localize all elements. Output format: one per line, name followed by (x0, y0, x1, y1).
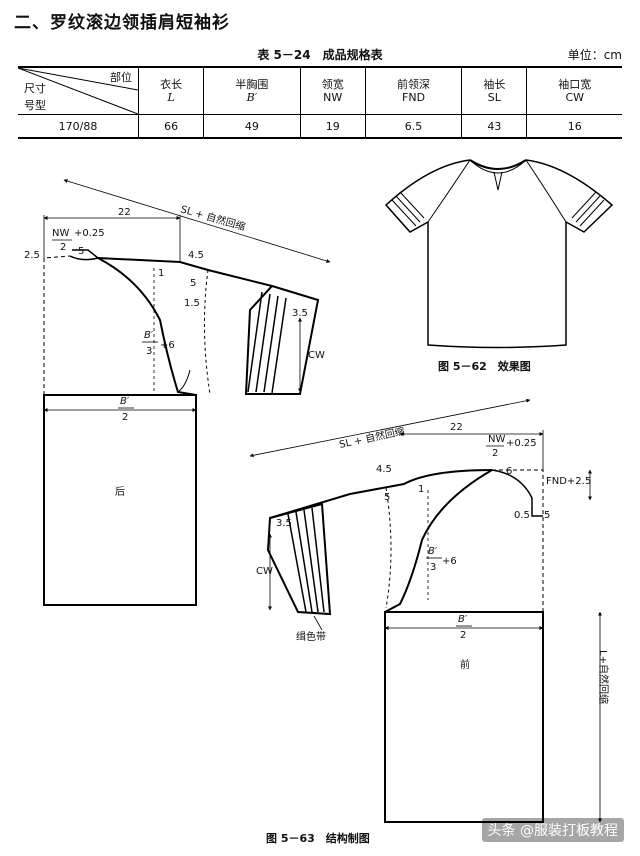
back-dim-5b: 5 (190, 278, 196, 289)
back-cw: CW (308, 350, 325, 361)
front-nw: NW (488, 434, 505, 445)
back-sl-label: SL + 自然回缩 (179, 202, 247, 233)
front-plus6: +6 (442, 556, 457, 567)
back-dim-1-5: 1.5 (184, 298, 200, 309)
back-nw-two: 2 (60, 242, 66, 253)
front-dim-22: 22 (450, 422, 463, 433)
back-dim-22: 22 (118, 207, 131, 218)
front-nw-plus: +0.25 (506, 438, 537, 449)
front-three: 3 (430, 562, 436, 573)
back-dim-3-5: 3.5 (292, 308, 308, 319)
front-fnd: FND+2.5 (546, 476, 591, 487)
back-three: 3 (146, 346, 152, 357)
cell-value: 19 (299, 114, 366, 139)
back-piece-label: 后 (115, 486, 125, 498)
back-dim-2-5: 2.5 (24, 250, 40, 261)
corner-diagonal (18, 68, 138, 114)
row-size: 170/88 (18, 114, 139, 139)
table-caption: 表 5－24 成品规格表 (257, 48, 383, 62)
back-raglan-shoulder (97, 257, 273, 287)
front-half-two: 2 (460, 630, 466, 641)
table-unit: 单位：cm (567, 48, 622, 62)
front-piece-label: 前 (460, 658, 470, 671)
back-plus6: +6 (160, 340, 175, 351)
front-sl-label: SL + 自然回缩 (338, 424, 406, 451)
front-dim-3-5: 3.5 (276, 518, 292, 529)
back-dim-4-5: 4.5 (188, 250, 204, 261)
front-body-lower (384, 611, 544, 823)
front-dim-1: 1 (418, 484, 424, 495)
front-half-b: B′ (458, 614, 468, 625)
front-dim-5b: 5 (544, 510, 550, 521)
cell-value: 43 (461, 114, 527, 139)
cell-value: 49 (203, 114, 301, 139)
back-nw: NW (52, 228, 69, 239)
figure-62-caption: 图 5－62 效果图 (438, 360, 531, 373)
front-center-line (492, 469, 544, 612)
back-center-line (43, 255, 71, 395)
front-band-label: 缉色带 (296, 630, 326, 643)
front-b: B′ (428, 546, 438, 557)
back-half-b: B′ (120, 396, 130, 407)
watermark: 头条 @服装打板教程 (481, 818, 624, 842)
back-dim-5a: 5 (78, 246, 84, 257)
front-raglan-shoulder (269, 469, 493, 519)
front-raglan-line (384, 469, 493, 613)
front-dim-5: 5 (384, 492, 390, 503)
front-pattern (249, 398, 602, 823)
back-dim-1: 1 (158, 268, 164, 279)
page-heading: 二、罗纹滚边领插肩短袖衫 (14, 13, 230, 33)
back-sleeve-cuff (244, 284, 320, 395)
front-dim-0-5: 0.5 (514, 510, 530, 521)
back-pattern (43, 179, 331, 606)
back-body-lower (43, 394, 197, 606)
corner-bottom-label: 号型 (24, 99, 46, 112)
back-raglan-line (97, 257, 197, 396)
cell-value: 66 (137, 114, 204, 139)
figure-63-caption: 图 5－63 结构制图 (266, 832, 370, 845)
front-dim-6: 6 (506, 466, 512, 477)
corner-top-label: 部位 (110, 71, 132, 84)
front-dim-4-5: 4.5 (376, 464, 392, 475)
table-row: 170/88 66 49 19 6.5 43 16 (18, 114, 622, 139)
front-neck-curve (491, 469, 543, 517)
cell-value: 6.5 (364, 114, 462, 139)
front-labels: 22 SL + 自然回缩 NW 2 +0.25 4.5 5 1 6 FND+2.… (256, 422, 610, 704)
tshirt-illustration (384, 159, 614, 349)
corner-mid-label: 尺寸 (24, 82, 46, 95)
back-nw-plus: +0.25 (74, 228, 105, 239)
back-b: B′ (144, 330, 154, 341)
corner-cell: 部位 尺寸 号型 (18, 67, 139, 115)
cell-value: 16 (526, 114, 622, 139)
front-cw: CW (256, 566, 273, 577)
back-half-two: 2 (122, 412, 128, 423)
front-nw-two: 2 (492, 448, 498, 459)
front-l-label: L+自然回缩 (597, 650, 610, 704)
